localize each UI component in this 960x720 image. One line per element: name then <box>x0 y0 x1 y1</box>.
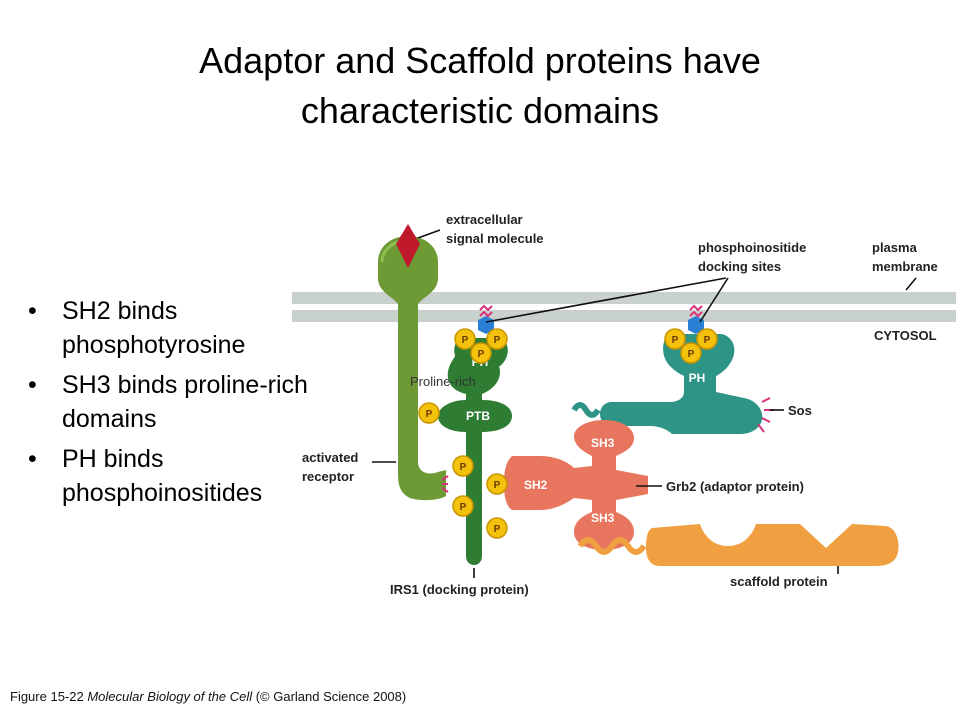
phosphate-label: P <box>426 409 433 420</box>
label-activated: activated <box>302 450 358 465</box>
phosphate-circle <box>680 342 702 364</box>
ph-domain-label-teal: PH <box>689 371 706 385</box>
grb2-protein <box>504 420 648 550</box>
label-phosphoinositide: phosphoinositide <box>698 240 806 255</box>
bullet-dot-icon: • <box>28 297 37 325</box>
phosphate-label: P <box>688 349 695 360</box>
phosphate-circle <box>418 402 440 424</box>
label-grb2: Grb2 (adaptor protein) <box>666 479 804 494</box>
copyright: (© Garland Science 2008) <box>255 689 407 704</box>
signal-molecule-icon <box>396 224 420 268</box>
ptb-domain-label: PTB <box>466 409 490 423</box>
book-title: Molecular Biology of the Cell <box>87 689 253 704</box>
bullet-text: PH binds phosphoinositides <box>62 445 263 507</box>
phosphate-label: P <box>494 524 501 535</box>
sh3-domain-label-top: SH3 <box>591 436 615 450</box>
phosphate-circle <box>470 342 492 364</box>
bullet-item: • SH2 binds phosphotyrosine <box>24 294 334 362</box>
phosphate-label: P <box>460 462 467 473</box>
title-line-2: characteristic domains <box>300 90 660 131</box>
phosphate-label: P <box>462 335 469 346</box>
bullet-text: SH3 binds proline-rich domains <box>62 371 308 433</box>
phosphate-circle <box>486 473 508 495</box>
label-cytosol: CYTOSOL <box>874 328 937 343</box>
figure-credit: Figure 15-22 Molecular Biology of the Ce… <box>10 689 406 704</box>
lipid-tail-icon <box>441 304 774 493</box>
sh3-domain-label-bottom: SH3 <box>591 511 615 525</box>
phosphate-label: P <box>704 335 711 346</box>
phosphate-label: P <box>672 335 679 346</box>
phosphate-label: P <box>494 335 501 346</box>
title-line-1: Adaptor and Scaffold proteins have <box>199 40 761 81</box>
bullet-dot-icon: • <box>28 445 37 473</box>
bullet-list: • SH2 binds phosphotyrosine • SH3 binds pr… <box>24 294 334 516</box>
scaffold-protein <box>577 524 899 566</box>
phosphate-circle <box>696 328 718 350</box>
bullet-dot-icon: • <box>28 371 37 399</box>
label-docking-sites: docking sites <box>698 259 781 274</box>
label-sos: Sos <box>788 403 812 418</box>
bullet-item: • SH3 binds proline-rich domains <box>24 368 334 436</box>
bullet-text: SH2 binds phosphotyrosine <box>62 297 246 359</box>
plasma-membrane <box>292 292 956 322</box>
phosphate-circle <box>454 328 476 350</box>
phosphate-label: P <box>478 349 485 360</box>
phosphate-circle <box>486 517 508 539</box>
label-irs1: IRS1 (docking protein) <box>390 582 529 597</box>
figure-number: Figure 15-22 <box>10 689 84 704</box>
phosphate-circle <box>664 328 686 350</box>
phosphate-circle <box>486 328 508 350</box>
irs1-protein <box>438 344 512 565</box>
bullet-item: • PH binds phosphoinositides <box>24 442 334 510</box>
label-signal-molecule: signal molecule <box>446 231 544 246</box>
label-scaffold: scaffold protein <box>730 574 828 589</box>
phosphate-label: P <box>494 480 501 491</box>
label-receptor: receptor <box>302 469 354 484</box>
label-proline-rich: Proline-rich <box>410 374 476 389</box>
slide-title: Adaptor and Scaffold proteins have chara… <box>0 36 960 136</box>
label-leader-lines <box>372 229 917 578</box>
phosphate-label: P <box>460 502 467 513</box>
label-membrane: membrane <box>872 259 938 274</box>
label-plasma: plasma <box>872 240 918 255</box>
phosphate-circle <box>452 455 474 477</box>
sh2-domain-label: SH2 <box>524 478 548 492</box>
label-extracellular: extracellular <box>446 212 523 227</box>
activated-receptor <box>378 236 446 501</box>
sos-protein <box>571 334 763 434</box>
phosphate-circle <box>452 495 474 517</box>
